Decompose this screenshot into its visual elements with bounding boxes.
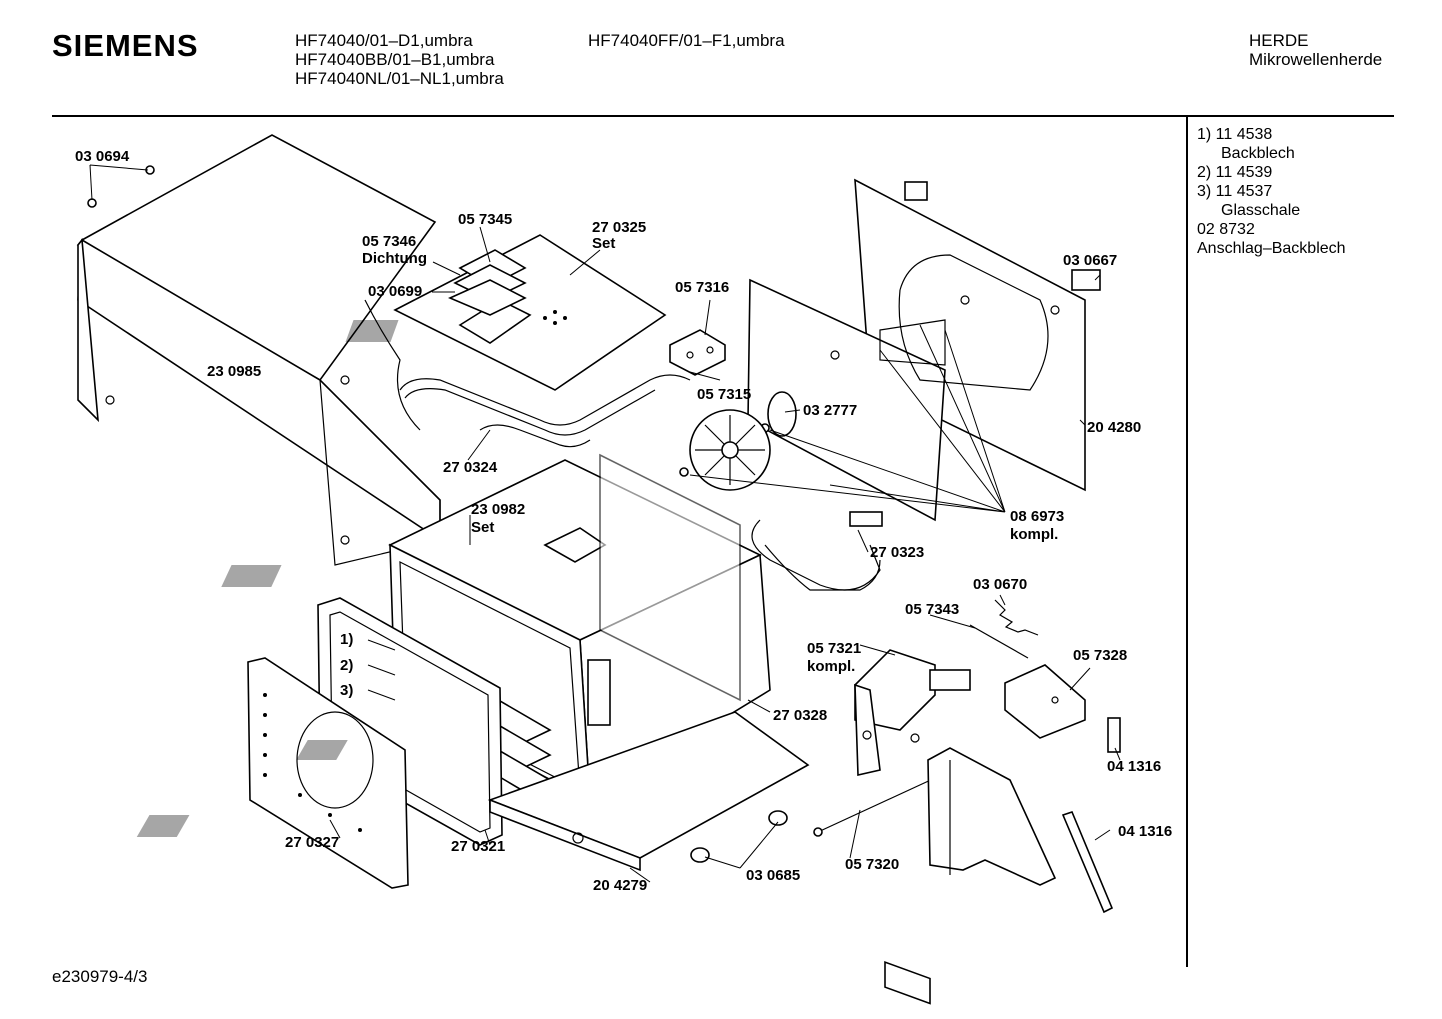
model-list-secondary: HF74040FF/01–F1,umbra	[588, 31, 785, 50]
part-label: 27 0324	[443, 459, 498, 476]
spring-030670	[994, 599, 1039, 636]
part-label: 05 7321	[807, 640, 861, 657]
part-label: 27 0328	[773, 707, 827, 724]
legend-line: Glasschale	[1221, 202, 1301, 219]
legend-line: 02 8732	[1197, 221, 1255, 238]
grill-heater	[399, 374, 691, 448]
strip-041316	[1061, 811, 1114, 914]
legend-line: Backblech	[1221, 145, 1295, 162]
appliance-category: HERDE Mikrowellenherde	[1249, 31, 1382, 69]
leader-lines-086973	[689, 324, 1006, 513]
part-label: 03 0670	[973, 576, 1027, 593]
door-panel	[247, 657, 409, 889]
part-label: 05 7320	[845, 856, 899, 873]
model-line: HF74040FF/01–F1,umbra	[588, 31, 785, 50]
cable-057320	[813, 777, 936, 837]
bracket-057316	[669, 329, 726, 376]
part-label: 04 1316	[1107, 758, 1161, 775]
part-label: 05 7343	[905, 601, 959, 618]
document-code: e230979-4/3	[52, 967, 148, 986]
part-label: 27 0325	[592, 219, 646, 236]
legend-line: 1) 11 4538	[1197, 126, 1273, 143]
part-label: 05 7315	[697, 386, 751, 403]
model-line: HF74040NL/01–NL1,umbra	[295, 69, 504, 88]
part-label: 03 2777	[803, 402, 857, 419]
legend-line: 2) 11 4539	[1197, 164, 1273, 181]
model-line: HF74040/01–D1,umbra	[295, 31, 473, 50]
mounting-bracket	[927, 747, 1057, 886]
grill-plate	[345, 234, 667, 391]
part-label: 27 0321	[451, 838, 505, 855]
part-label: Set	[471, 519, 494, 536]
callout-label: 2)	[340, 657, 353, 674]
part-label: 03 0699	[368, 283, 422, 300]
legend-line: 3) 11 4537	[1197, 183, 1273, 200]
glass-seal-stack	[448, 249, 527, 316]
part-label: 03 0685	[746, 867, 800, 884]
part-label: 20 4279	[593, 877, 647, 894]
lower-heater	[751, 511, 883, 591]
model-list-primary: HF74040/01–D1,umbra HF74040BB/01–B1,umbr…	[295, 31, 504, 88]
part-label: 03 0694	[75, 148, 130, 165]
part-label: 03 0667	[1063, 252, 1117, 269]
switch-bracket	[854, 649, 971, 1005]
legend-line: Anschlag–Backblech	[1197, 240, 1346, 257]
part-label: 05 7346	[362, 233, 416, 250]
part-label: 05 7316	[675, 279, 729, 296]
parts-legend: 1) 11 4538 Backblech 2) 11 4539 3) 11 45…	[1197, 125, 1346, 258]
leader-lines	[329, 226, 1121, 883]
part-label: 04 1316	[1118, 823, 1172, 840]
part-label: kompl.	[1010, 526, 1058, 543]
part-label: 23 0982	[471, 501, 525, 518]
part-label: Dichtung	[362, 250, 427, 267]
part-label: 27 0323	[870, 544, 924, 561]
part-label: Set	[592, 235, 615, 252]
screw-030694	[87, 164, 155, 208]
part-label: 05 7345	[458, 211, 512, 228]
outer-housing	[76, 134, 441, 566]
brand-logo: SIEMENS	[52, 28, 199, 63]
model-line: HF74040BB/01–B1,umbra	[295, 50, 495, 69]
latch-assembly	[1004, 664, 1086, 739]
callout-label: 3)	[340, 682, 353, 699]
stopper-041316	[1107, 717, 1121, 753]
part-label: 23 0985	[207, 363, 261, 380]
clip-030667	[904, 181, 1101, 291]
category-line: HERDE	[1249, 31, 1309, 50]
base-plate	[136, 711, 810, 872]
part-label: kompl.	[807, 658, 855, 675]
part-label: 08 6973	[1010, 508, 1064, 525]
legend-divider	[1186, 117, 1188, 967]
part-label: 05 7328	[1073, 647, 1127, 664]
back-panel	[747, 178, 1086, 522]
convection-fan	[679, 409, 771, 491]
foot-030685	[690, 810, 788, 869]
part-label: 20 4280	[1087, 419, 1141, 436]
callout-label: 1)	[340, 631, 353, 648]
part-label: 27 0327	[285, 834, 339, 851]
category-line: Mikrowellenherde	[1249, 50, 1383, 69]
rod-057343	[969, 624, 1029, 659]
oven-cavity	[221, 453, 771, 802]
header-divider	[52, 115, 1394, 117]
